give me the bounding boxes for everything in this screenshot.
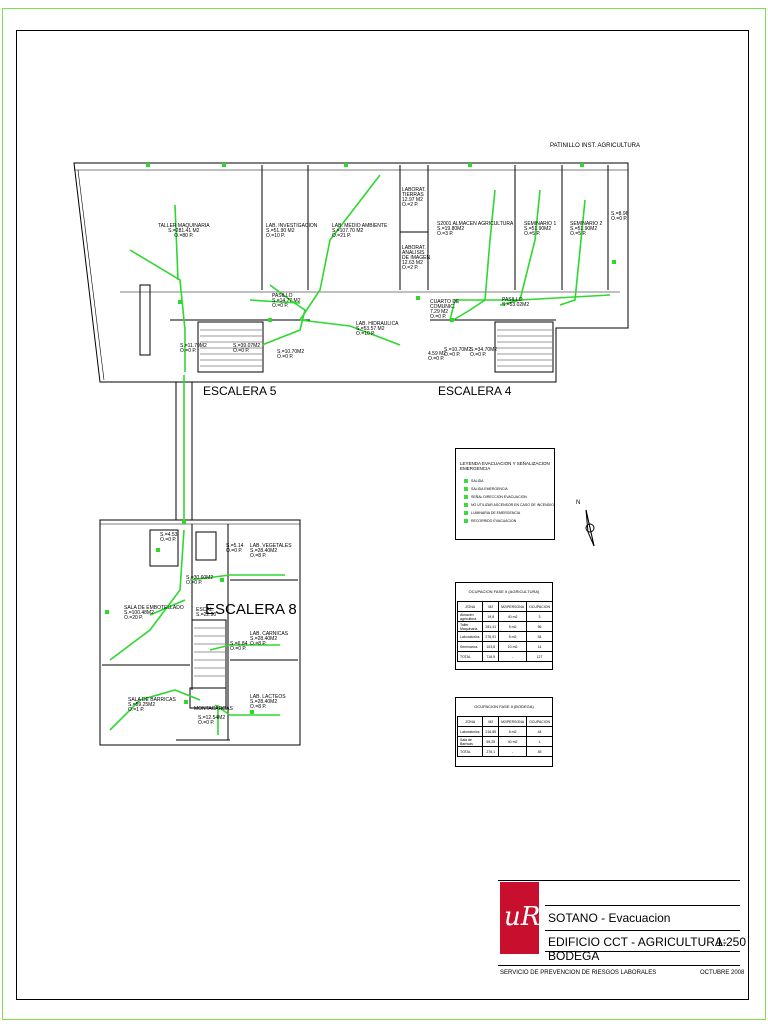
top-note: PATINILLO INST. AGRICULTURA: [550, 143, 641, 149]
room-escalera-8-area: ESCAL.S.=22.90: [196, 607, 217, 618]
legend-item: SALIDA: [464, 479, 483, 483]
outer-frame: [2, 8, 766, 1020]
stair-label-5: ESCALERA 5: [203, 384, 277, 398]
legend-item: LUMINARIA DE EMERGENCIA: [464, 511, 520, 515]
title-block-line: [545, 930, 740, 931]
legend-title: LEYENDA EVACUACION Y SEÑALIZACION EMERGE…: [460, 461, 550, 471]
drawing-scale: 1:250: [716, 935, 747, 949]
building-name: EDIFICIO CCT - AGRICULTURA-BODEGA: [548, 935, 727, 963]
title-block-line: [545, 905, 740, 906]
emergency-signs: [105, 163, 616, 714]
drawing-title: SOTANO - Evacuacion: [548, 911, 671, 925]
legend-item: SEÑAL DIRECCION EVACUACION: [464, 495, 527, 499]
title-block-line: [498, 965, 740, 966]
evacuation-routes: [109, 174, 611, 735]
room-montacargas: MONTACARGAS: [194, 706, 233, 712]
stair-label-4: ESCALERA 4: [438, 384, 512, 398]
table-title: OCUPACION FASE II (AGRICULTURA): [468, 589, 540, 594]
title-block-line: [545, 951, 740, 952]
legend-item: SALIDA EMERGENCIA: [464, 487, 508, 491]
legend-item: NO UTILIZAR ASCENSOR EN CASO DE INCENDIO: [464, 503, 554, 507]
table-title: OCUPACION FASE II (BODEGA): [474, 704, 534, 709]
drawing-date: OCTUBRE 2008: [700, 970, 745, 976]
compass-icon: [585, 509, 595, 547]
compass-label: N: [576, 500, 581, 506]
drawing-border: [16, 30, 749, 1000]
legend-item: RECORRIDO EVACUACION: [464, 519, 516, 523]
title-block-line: [498, 880, 740, 881]
stair-label-8: ESCALERA 8: [205, 601, 297, 618]
legend-box: LEYENDA EVACUACION Y SEÑALIZACION EMERGE…: [455, 448, 555, 540]
service-name: SERVICIO DE PREVENCION DE RIESGOS LABORA…: [500, 970, 657, 976]
university-logo: uR: [500, 882, 540, 954]
